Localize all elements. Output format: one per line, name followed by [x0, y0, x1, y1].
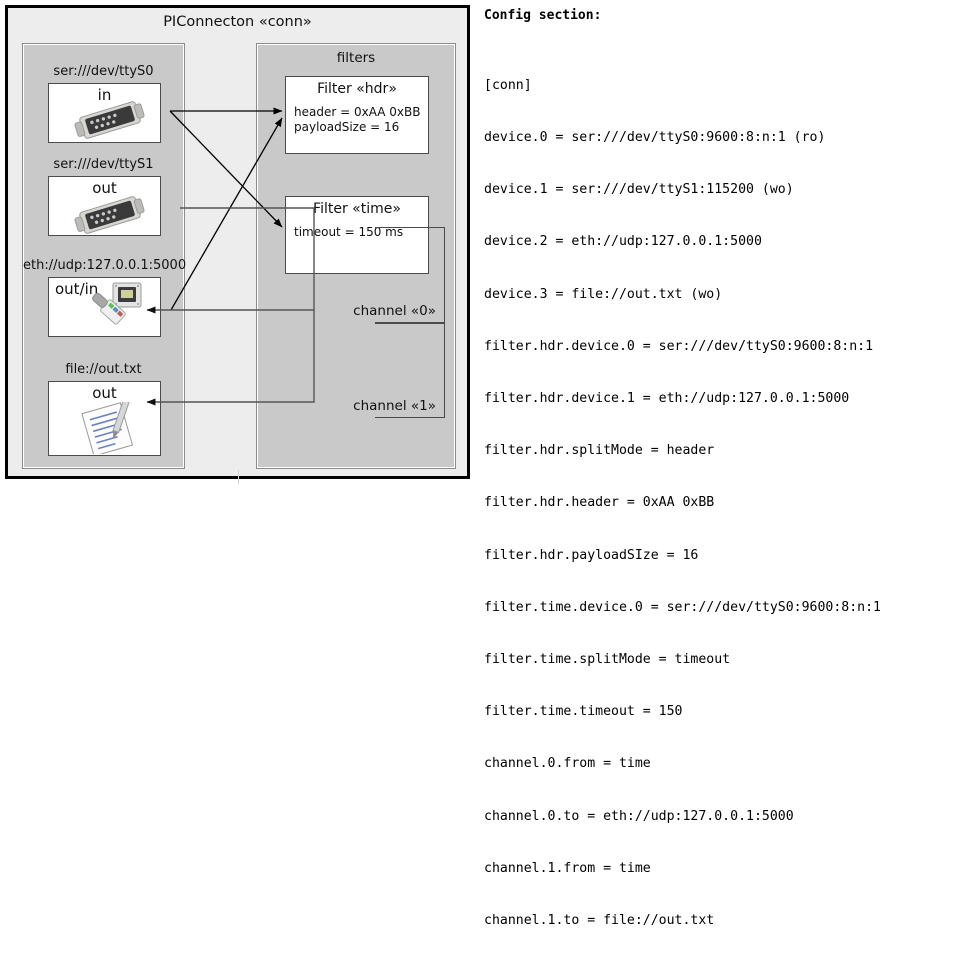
frame-seam-divider [238, 470, 239, 484]
config-line: filter.hdr.device.1 = eth://udp:127.0.0.… [484, 391, 850, 407]
filter-prop: timeout = 150 ms [294, 225, 404, 239]
config-line: channel.1.to = file://out.txt [484, 913, 715, 929]
device-card-eth[interactable]: out/in [48, 277, 161, 337]
config-heading: Config section: [484, 8, 602, 23]
diagram-title: PIConnecton «conn» [163, 14, 312, 30]
config-line: filter.time.timeout = 150 [484, 704, 683, 720]
filter-prop: payloadSize = 16 [294, 120, 400, 134]
config-line: device.0 = ser:///dev/ttyS0:9600:8:n:1 (… [484, 130, 826, 146]
device-io-ttys0: in [97, 86, 112, 104]
config-line: filter.hdr.payloadSIze = 16 [484, 547, 699, 563]
device-card-ttys1[interactable]: out [48, 176, 161, 236]
config-line: filter.time.device.0 = ser:///dev/ttyS0:… [484, 599, 881, 615]
device-io-ttys1: out [92, 179, 117, 197]
device-label-ttys1: ser:///dev/ttyS1 [53, 157, 154, 172]
channel-1-label: channel «1» [353, 398, 436, 414]
filters-panel-title: filters [336, 50, 376, 66]
filter-card-hdr[interactable]: Filter «hdr» header = 0xAA 0xBB payloadS… [285, 76, 429, 154]
device-card-file[interactable]: out [48, 381, 161, 456]
channel-1-box: channel «1» [353, 323, 445, 418]
config-line: filter.time.splitMode = timeout [484, 652, 731, 668]
config-line: channel.1.from = time [484, 860, 651, 876]
config-line: channel.0.from = time [484, 756, 651, 772]
network-plug-icon [92, 282, 142, 325]
filter-prop: header = 0xAA 0xBB [294, 105, 421, 119]
config-line: device.1 = ser:///dev/ttyS1:115200 (wo) [484, 182, 794, 198]
serial-port-icon [74, 101, 145, 139]
config-line: filter.hdr.device.0 = ser:///dev/ttyS0:9… [484, 338, 874, 354]
config-line: device.3 = file://out.txt (wo) [484, 286, 723, 302]
channel-0-box: channel «0» [353, 227, 445, 323]
device-card-ttys0[interactable]: in [48, 83, 161, 143]
device-io-eth: out/in [55, 280, 99, 298]
filter-props-time: timeout = 150 ms [294, 225, 403, 240]
config-lines-list: [conn] device.0 = ser:///dev/ttyS0:9600:… [484, 42, 881, 964]
config-line: [conn] [484, 77, 532, 93]
devices-panel: ser:///dev/ttyS0 in [22, 43, 187, 469]
device-io-file: out [92, 384, 117, 402]
config-line: device.2 = eth://udp:127.0.0.1:5000 [484, 234, 762, 250]
device-label-file: file://out.txt [65, 362, 142, 377]
filters-panel: filters Filter «hdr» header = 0xAA 0xBB … [256, 43, 456, 469]
config-line: channel.0.to = eth://udp:127.0.0.1:5000 [484, 808, 794, 824]
config-section: Config section: [conn] device.0 = ser://… [482, 0, 962, 928]
serial-port-icon [74, 196, 145, 234]
filter-title-hdr: Filter «hdr» [317, 81, 397, 97]
connector-diagram: PIConnecton «conn» ser:///dev/ttyS0 in [5, 5, 470, 484]
config-line: filter.hdr.header = 0xAA 0xBB [484, 495, 715, 511]
filter-title-time: Filter «time» [313, 201, 401, 217]
channel-0-label: channel «0» [353, 303, 436, 319]
device-label-ttys0: ser:///dev/ttyS0 [53, 64, 154, 79]
filter-props-hdr: header = 0xAA 0xBB payloadSize = 16 [294, 105, 420, 135]
config-line: filter.hdr.splitMode = header [484, 443, 715, 459]
device-label-eth: eth://udp:127.0.0.1:5000 [23, 258, 187, 273]
text-file-icon [81, 402, 134, 454]
